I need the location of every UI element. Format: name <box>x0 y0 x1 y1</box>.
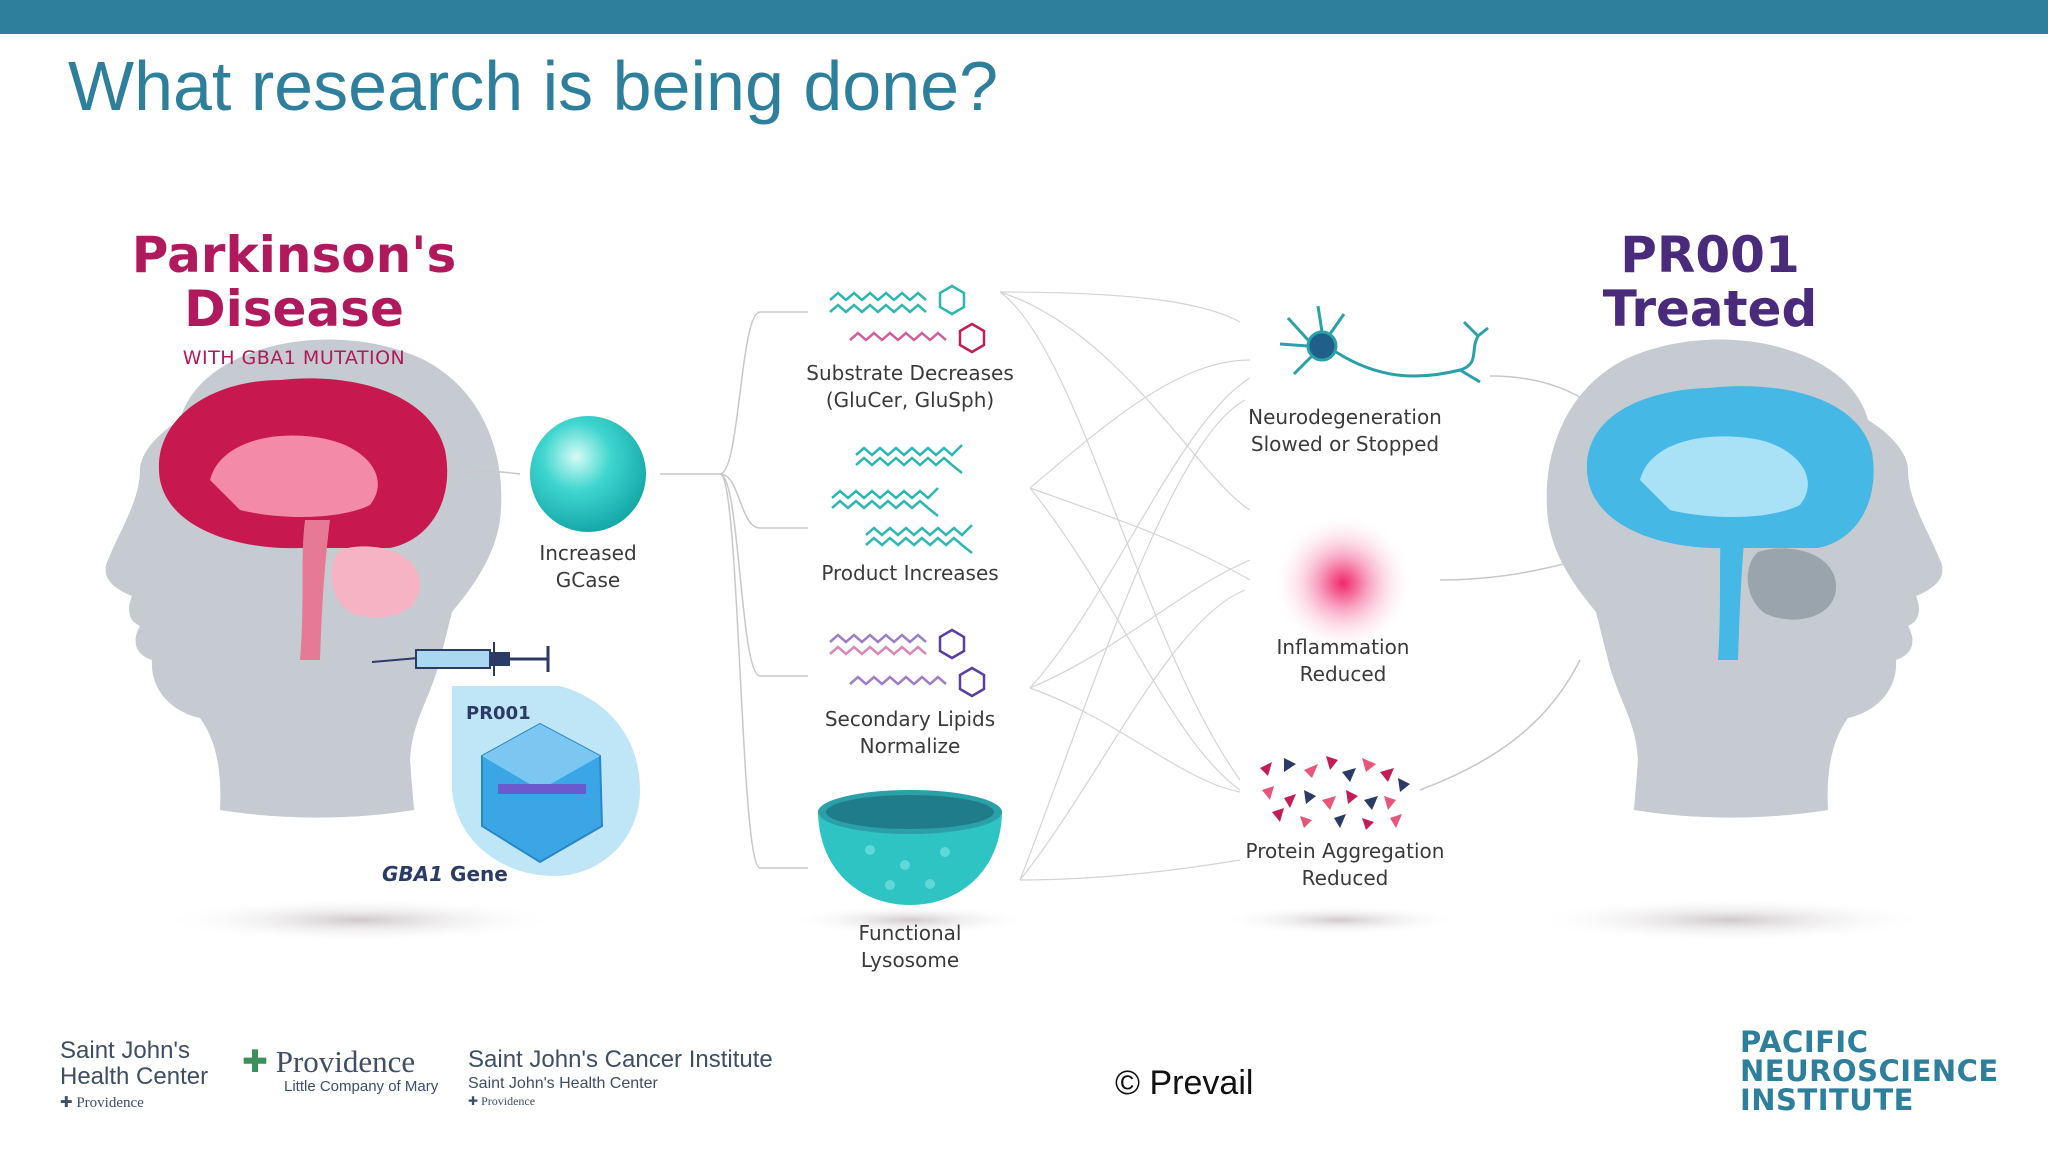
cancer-institute-sub: Saint John's Health Center <box>468 1075 658 1092</box>
gba1-gene-italic: GBA1 <box>382 862 444 886</box>
right-heading: PR001 Treated <box>1602 226 1818 338</box>
cross-icon: ✚ <box>60 1095 77 1111</box>
cancer-institute-name: Saint John's Cancer Institute <box>468 1046 773 1073</box>
slide-title: What research is being done? <box>68 47 998 125</box>
left-shadow <box>160 898 560 942</box>
product-fatty-acid-icon <box>831 444 973 554</box>
providence-logo: ✚ Providence Little Company of Mary <box>242 1044 439 1096</box>
outcome-neurodegeneration-label: Neurodegeneration Slowed or Stopped <box>1248 405 1442 456</box>
saint-johns-logo: Saint John's Health Center ✚ Providence <box>60 1038 220 1116</box>
right-brainstem <box>1718 520 1746 660</box>
pni-logo: PACIFIC NEUROSCIENCE INSTITUTE <box>1740 1025 1999 1117</box>
left-subheading: WITH GBA1 MUTATION <box>182 347 406 369</box>
substrate-molecule-icon <box>829 284 986 354</box>
copyright-text: © Prevail <box>1115 1064 1254 1102</box>
saint-johns-sub: ✚ Providence <box>60 1095 144 1111</box>
gene-insert <box>498 784 586 794</box>
right-shadow <box>1530 898 1930 942</box>
lysosome-icon <box>818 790 1002 905</box>
providence-cross-icon: ✚ <box>242 1044 276 1079</box>
left-cerebellum <box>331 546 420 618</box>
outcome-shadow <box>1220 905 1460 935</box>
gba1-gene-label: GBA1 Gene <box>382 862 508 886</box>
syringe-icon <box>371 642 550 676</box>
top-accent-bar <box>0 0 2048 34</box>
connector-head-gcase <box>449 470 521 479</box>
saint-johns-name: Saint John's Health Center <box>60 1037 209 1090</box>
gcase-label: Increased GCase <box>539 541 637 592</box>
left-heading: Parkinson's Disease <box>131 226 457 338</box>
lysosome-shadow <box>790 905 1030 935</box>
pr001-label: PR001 <box>466 703 531 724</box>
providence-name: ✚ Providence <box>242 1044 416 1079</box>
cross-icon: ✚ <box>468 1094 482 1108</box>
effect-substrate-label: Substrate Decreases (GluCer, GluSph) <box>806 361 1014 412</box>
left-brainstem <box>300 520 330 660</box>
outcome-protein-label: Protein Aggregation Reduced <box>1245 839 1445 890</box>
inflammation-icon <box>1273 513 1413 653</box>
effect-outcome-connections <box>999 291 1251 881</box>
effect-lipids-label: Secondary Lipids Normalize <box>824 707 996 758</box>
cancer-institute-sub2: ✚ Providence <box>468 1094 536 1108</box>
cancer-institute-logo: Saint John's Cancer Institute Saint John… <box>468 1046 773 1109</box>
right-brain-inner <box>1640 436 1808 517</box>
outcome-inflammation-label: Inflammation Reduced <box>1276 635 1410 686</box>
secondary-lipid-icon <box>829 628 986 698</box>
providence-sub: Little Company of Mary <box>284 1078 439 1095</box>
protein-aggregation-icon <box>1260 756 1410 830</box>
left-brain-inner <box>210 435 378 517</box>
effect-lysosome-label: Functional Lysosome <box>858 921 962 972</box>
right-cerebellum <box>1747 548 1836 620</box>
gcase-sphere-icon <box>530 416 646 532</box>
gba1-gene-rest: Gene <box>443 862 508 886</box>
gcase-branches <box>660 311 808 869</box>
neuron-icon <box>1279 305 1489 384</box>
effect-product-label: Product Increases <box>821 561 999 585</box>
